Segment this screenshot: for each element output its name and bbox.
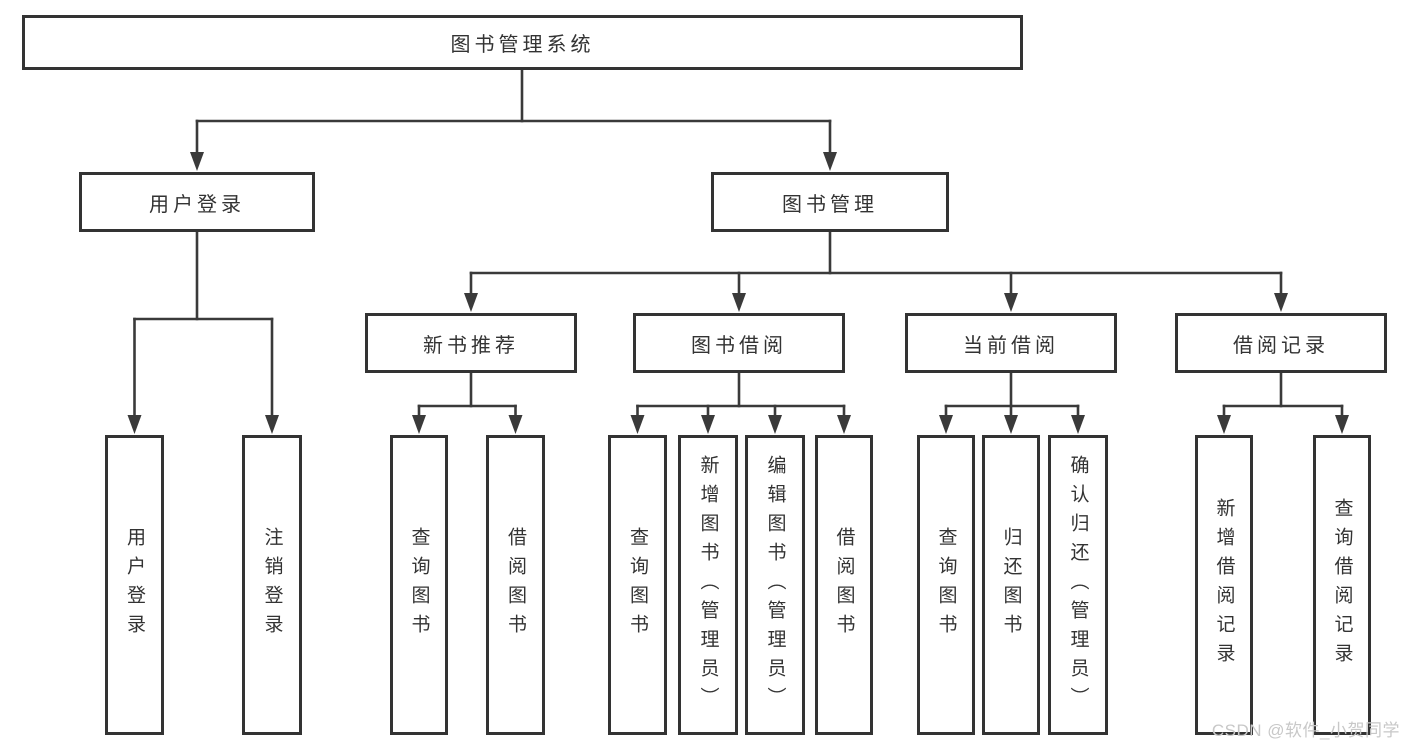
leaf-user-login: 用户登录 [105,435,164,735]
watermark: CSDN @软件_小贺同学 [1211,721,1400,740]
node-label: 确认归还（管理员） [1067,454,1089,716]
leaf-query-borrow-record: 查询借阅记录 [1313,435,1371,735]
node-borrow-record: 借阅记录 [1175,313,1387,373]
leaf-borrow-book-2: 借阅图书 [815,435,873,735]
leaf-confirm-return-admin: 确认归还（管理员） [1048,435,1108,735]
node-user-login: 用户登录 [79,172,315,232]
leaf-query-book-3: 查询图书 [917,435,975,735]
node-label: 查询图书 [408,527,430,643]
node-current-borrow: 当前借阅 [905,313,1117,373]
node-label: 新书推荐 [423,334,519,357]
node-label: 查询借阅记录 [1331,498,1353,672]
node-label: 归还图书 [1000,527,1022,643]
node-label: 借阅图书 [505,527,526,643]
arrowheads [127,152,1349,434]
leaf-logout-login: 注销登录 [242,435,302,735]
node-label: 注销登录 [261,527,283,643]
node-label: 新增图书（管理员） [697,454,719,716]
node-label: 图书管理系统 [450,34,595,56]
node-label: 查询图书 [627,527,648,643]
node-label: 图书借阅 [691,334,787,357]
node-label: 借阅记录 [1233,334,1329,357]
node-new-book-recommend: 新书推荐 [365,313,577,373]
node-label: 借阅图书 [833,527,855,643]
node-label: 图书管理 [782,193,878,216]
node-book-borrow: 图书借阅 [633,313,845,373]
leaf-borrow-book-1: 借阅图书 [486,435,545,735]
leaf-edit-book-admin: 编辑图书（管理员） [745,435,805,735]
leaf-query-book-2: 查询图书 [608,435,667,735]
node-library-management-system: 图书管理系统 [22,15,1023,70]
node-label: 查询图书 [935,527,957,643]
node-label: 编辑图书（管理员） [764,454,786,716]
node-book-management: 图书管理 [711,172,949,232]
leaf-add-book-admin: 新增图书（管理员） [678,435,738,735]
node-label: 当前借阅 [963,334,1059,357]
node-label: 新增借阅记录 [1213,498,1235,672]
node-label: 用户登录 [149,193,245,216]
leaf-add-borrow-record: 新增借阅记录 [1195,435,1253,735]
leaf-query-book-1: 查询图书 [390,435,448,735]
node-label: 用户登录 [124,527,145,643]
leaf-return-book: 归还图书 [982,435,1040,735]
